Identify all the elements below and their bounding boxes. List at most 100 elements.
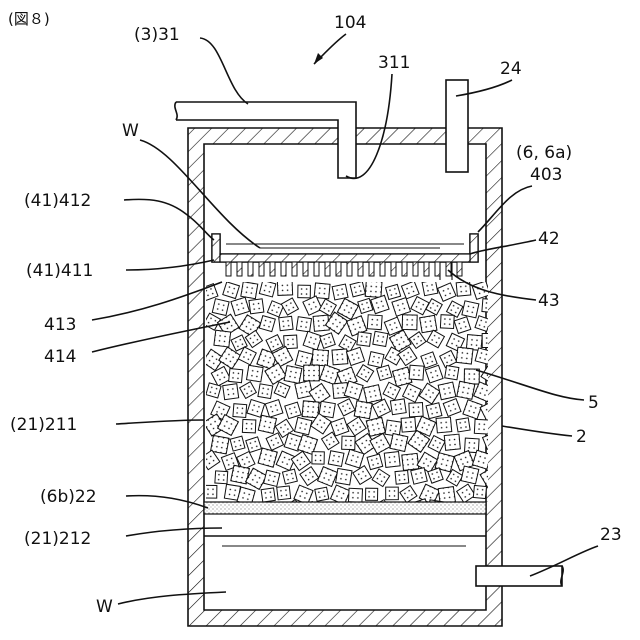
media-granule	[259, 280, 275, 296]
media-granule	[238, 347, 256, 365]
media-granule	[456, 347, 473, 364]
filter-media	[200, 280, 518, 524]
media-granule	[274, 382, 290, 398]
label-43: 43	[538, 291, 560, 311]
media-granule	[371, 295, 389, 313]
nozzle	[435, 262, 440, 276]
media-granule	[400, 486, 417, 503]
media-granule	[212, 299, 229, 316]
media-granule	[285, 402, 301, 418]
media-granule	[246, 437, 262, 453]
media-granule	[402, 453, 419, 470]
media-granule	[409, 332, 426, 349]
nozzle	[457, 262, 462, 276]
nozzle	[369, 262, 374, 276]
media-granule	[294, 417, 311, 434]
label-2: 2	[576, 427, 587, 447]
media-granule	[342, 436, 355, 449]
media-granule	[267, 301, 283, 317]
label-42: 42	[538, 229, 560, 249]
media-granule	[284, 366, 302, 384]
media-granule	[240, 382, 257, 399]
nozzle	[391, 262, 396, 276]
nozzle	[248, 262, 253, 276]
media-granule	[474, 419, 489, 434]
media-granule	[403, 384, 422, 403]
nozzle	[358, 262, 363, 276]
media-granule	[357, 332, 371, 346]
media-granule	[454, 317, 471, 334]
media-granule	[338, 399, 355, 416]
leader-42	[470, 240, 536, 254]
media-granule	[214, 330, 231, 347]
media-granule	[215, 471, 228, 484]
nozzle	[402, 262, 407, 276]
media-granule	[264, 470, 280, 486]
media-granule	[463, 400, 482, 419]
label-w-top: W	[122, 121, 139, 141]
media-granule	[372, 469, 390, 487]
media-granule	[365, 488, 377, 500]
nozzle	[237, 262, 242, 276]
media-granule	[259, 316, 275, 332]
nozzle	[336, 262, 341, 276]
media-granule	[457, 381, 475, 399]
media-granule	[367, 315, 382, 330]
media-granule	[438, 382, 456, 400]
media-granule	[401, 281, 419, 299]
label-31: (3)31	[134, 25, 180, 45]
label-5: 5	[588, 393, 599, 413]
media-granule	[211, 435, 230, 454]
media-granule	[390, 399, 406, 415]
media-granule	[249, 299, 264, 314]
media-granule	[440, 315, 454, 329]
nozzle-row	[226, 262, 462, 276]
nozzle	[424, 262, 429, 276]
media-granule	[258, 448, 277, 467]
media-granule	[241, 282, 258, 299]
media-granule	[436, 417, 452, 433]
nozzle	[314, 262, 319, 276]
media-granule	[386, 284, 401, 299]
media-granule	[350, 282, 365, 297]
media-granule	[426, 299, 442, 315]
nozzle	[413, 262, 418, 276]
figure-title: (図８)	[8, 10, 50, 28]
media-granule	[261, 488, 275, 502]
media-granule	[420, 315, 437, 332]
media-granule	[206, 383, 221, 398]
media-granule	[336, 468, 352, 484]
media-granule	[303, 296, 322, 315]
nozzle	[380, 262, 385, 276]
media-granule	[298, 285, 311, 298]
media-granule	[291, 451, 310, 470]
media-granule	[501, 434, 518, 451]
media-granule	[426, 403, 442, 419]
distribution-tray	[212, 234, 478, 262]
leader-w-bottom	[118, 592, 226, 604]
media-granule	[411, 297, 429, 315]
media-granule	[258, 415, 276, 433]
media-granule	[229, 369, 243, 383]
media-granule	[302, 401, 319, 418]
label-212: (21)212	[24, 529, 91, 549]
media-granule	[332, 349, 348, 365]
media-granule	[438, 283, 456, 301]
nozzle	[292, 262, 297, 276]
media-granule	[392, 298, 411, 317]
media-granule	[223, 384, 239, 400]
media-granule	[223, 282, 240, 299]
media-granule	[277, 486, 291, 500]
media-granule	[401, 417, 416, 432]
media-granule	[347, 417, 366, 436]
media-granule	[428, 436, 445, 453]
media-granule	[443, 399, 461, 417]
media-granule	[247, 365, 264, 382]
media-granule	[364, 385, 382, 403]
media-granule	[231, 297, 250, 316]
media-granule	[409, 403, 423, 417]
media-granule	[300, 467, 319, 486]
leader-414	[92, 322, 230, 352]
media-granule	[370, 433, 390, 453]
nozzle	[446, 262, 451, 276]
